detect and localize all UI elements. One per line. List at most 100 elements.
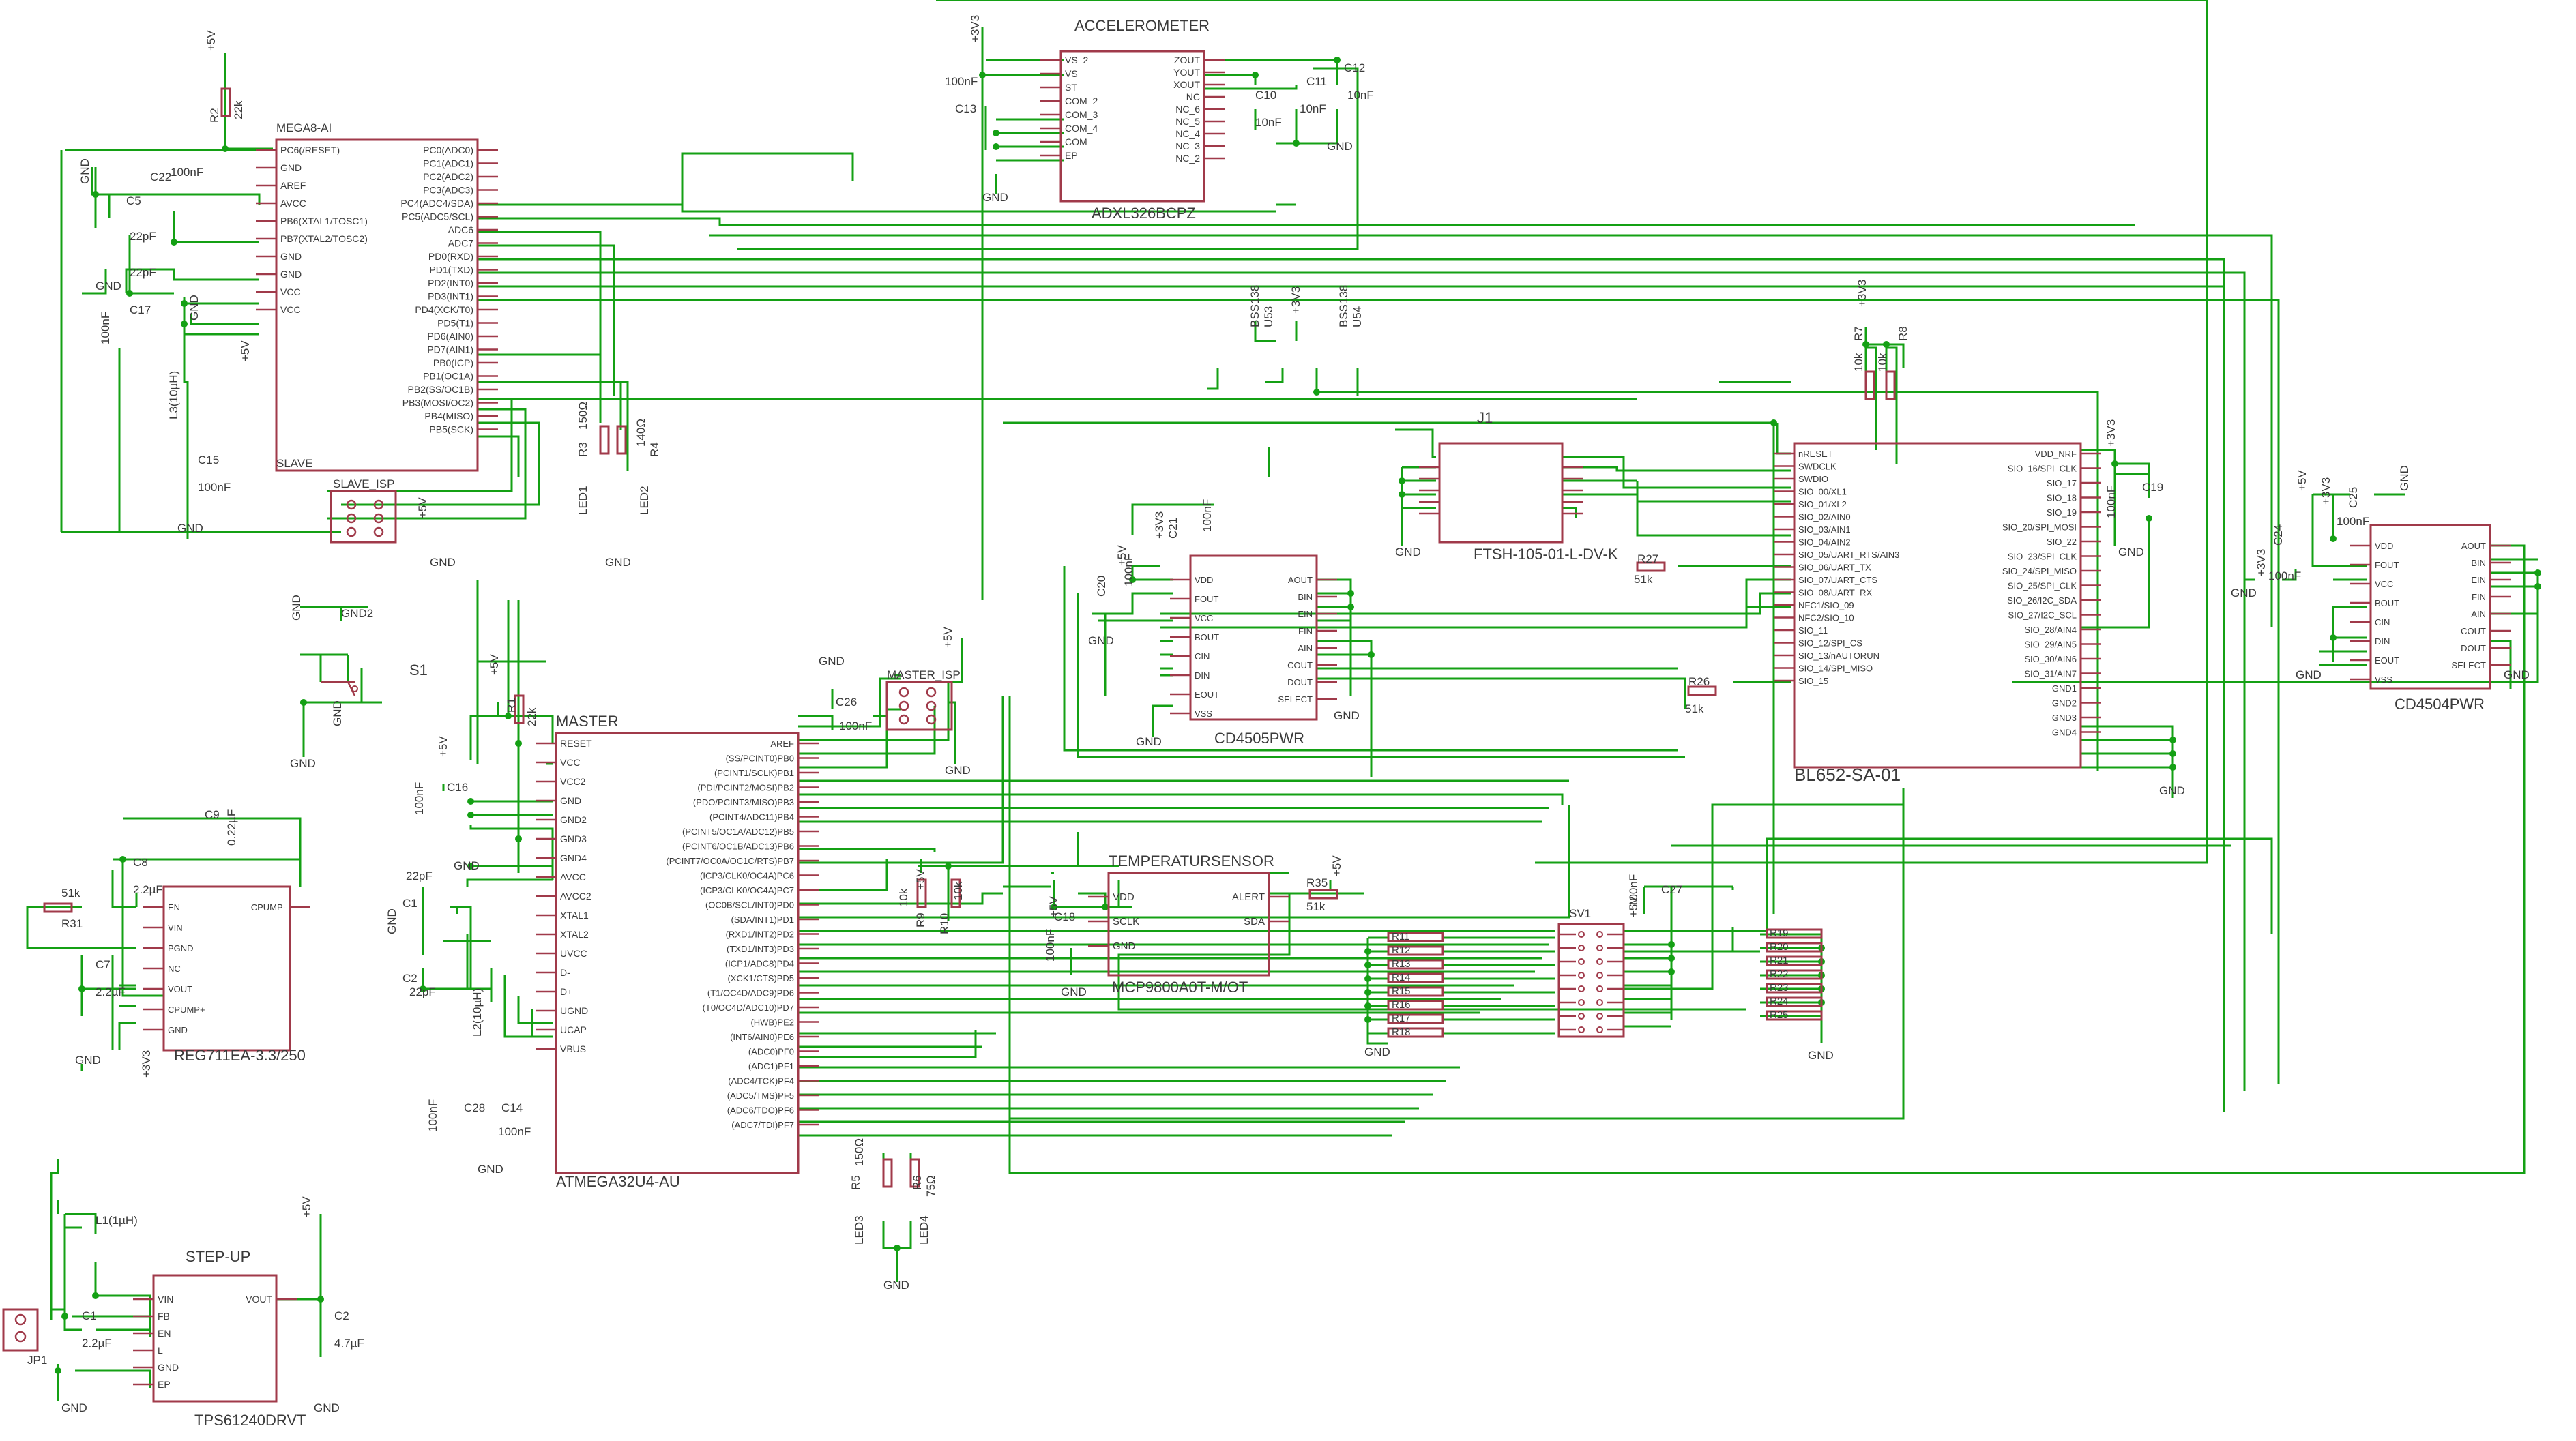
c26-label: C26 bbox=[836, 696, 857, 709]
pin-label: VS_2 bbox=[1065, 55, 1088, 65]
c11-value: 10nF bbox=[1300, 102, 1326, 115]
resistor-body bbox=[514, 694, 525, 724]
c5-label: C5 bbox=[126, 194, 141, 207]
pin-label: (PCINT6/OC1B/ADC13)PB6 bbox=[682, 842, 794, 852]
pin-label: SIO_13/nAUTORUN bbox=[1798, 651, 1879, 661]
pin-label: PC2(ADC2) bbox=[423, 171, 473, 182]
pin-label: (ADC1)PF1 bbox=[748, 1061, 794, 1071]
pin-label: PC0(ADC0) bbox=[423, 145, 473, 155]
c10-value: 10nF bbox=[1255, 116, 1282, 129]
resistor-label: R13 bbox=[1392, 958, 1411, 970]
gnd-sv1: GND bbox=[1364, 1045, 1390, 1058]
pin-label: GND3 bbox=[560, 833, 587, 844]
pin-label: (PCINT5/OC1A/ADC12)PB5 bbox=[682, 827, 794, 837]
pin-label: COM_2 bbox=[1065, 95, 1098, 106]
gnd-stepup: GND bbox=[61, 1401, 87, 1414]
pin-label: SIO_06/UART_TX bbox=[1798, 563, 1871, 573]
c2b-value: 4.7µF bbox=[334, 1337, 364, 1350]
c24-value: 100nF bbox=[2268, 569, 2301, 582]
pin-label: SIO_23/SPI_CLK bbox=[2008, 552, 2077, 562]
r35-value: 51k bbox=[1306, 900, 1326, 913]
pin-label: (ICP3/CLK0/OC4A)PC7 bbox=[700, 885, 794, 895]
c28-value: 100nF bbox=[426, 1099, 439, 1132]
pin-label: SELECT bbox=[2451, 660, 2486, 670]
passive-components: R11R12R13R14R15R16R17R18R19R20R21R22R23R… bbox=[43, 87, 1896, 1188]
pin-label: PB4(MISO) bbox=[424, 411, 473, 421]
resistor-label: R19 bbox=[1770, 927, 1789, 939]
resistor-label: R20 bbox=[1770, 941, 1789, 953]
pin-label: BIN bbox=[1298, 592, 1313, 602]
p5v-stepup: +5V bbox=[300, 1196, 313, 1217]
c20-label: C20 bbox=[1095, 576, 1108, 597]
resistor-body bbox=[909, 1158, 920, 1188]
bss1-label: BSS138 bbox=[1248, 285, 1261, 327]
pin-label: GND4 bbox=[2052, 728, 2077, 738]
resistor-body bbox=[1387, 1013, 1444, 1024]
pin-label: COUT bbox=[2461, 626, 2486, 636]
resistor-body bbox=[220, 87, 231, 117]
c27-label: C27 bbox=[1661, 883, 1682, 896]
bl652-right-pins: VDD_NRFSIO_16/SPI_CLKSIO_17SIO_18SIO_19S… bbox=[2002, 449, 2101, 738]
pin-label: CIN bbox=[2375, 617, 2390, 627]
c2-value-master: 22pF bbox=[409, 985, 436, 998]
r5-value: 150Ω bbox=[853, 1138, 866, 1166]
pin-label: DOUT bbox=[2461, 643, 2486, 653]
pin-label: (PDI/PCINT2/MOSI)PB2 bbox=[697, 783, 794, 793]
master-chip: MASTER ATMEGA32U4-AU RESETVCCVCC2GNDGND2… bbox=[536, 713, 819, 1190]
r1-value: 22k bbox=[525, 707, 538, 726]
resistor-body bbox=[1387, 1027, 1444, 1038]
pin-label: (T1/OC4D/ADC9)PD6 bbox=[707, 988, 794, 998]
gnd-cd4504b: GND bbox=[2504, 668, 2530, 681]
bl652-chip: BL652-SA-01 nRESETSWDCLKSWDIOSIO_00/XL1S… bbox=[1774, 442, 2101, 785]
pin-label: GND bbox=[280, 162, 302, 173]
pin-dot bbox=[1596, 972, 1603, 979]
reg-chip: REG711EA-3.3/250 ENVINPGNDNCVOUTCPUMP+GN… bbox=[143, 885, 310, 1064]
resistor-body bbox=[1766, 996, 1823, 1007]
pin-label: (INT6/AIN0)PE6 bbox=[730, 1032, 794, 1042]
pin-label: BOUT bbox=[2375, 598, 2399, 608]
c13-label: C13 bbox=[955, 102, 976, 115]
c2b-label: C2 bbox=[334, 1309, 349, 1322]
pin-label: VCC bbox=[1195, 613, 1213, 623]
pin-label: PD7(AIN1) bbox=[427, 344, 473, 355]
c1b-label: C1 bbox=[82, 1309, 97, 1322]
gnd-isp: GND bbox=[819, 655, 845, 668]
pin-label: SIO_24/SPI_MISO bbox=[2002, 566, 2077, 576]
pin-label: CPUMP+ bbox=[168, 1005, 205, 1015]
gnd-label-led: GND bbox=[605, 556, 631, 569]
pin-label: UGND bbox=[560, 1005, 588, 1016]
c1b-value: 2.2µF bbox=[82, 1337, 112, 1350]
pin-label: NC_2 bbox=[1175, 153, 1200, 164]
r2-value: 22k bbox=[232, 100, 245, 119]
pin-label: VCC bbox=[280, 286, 301, 297]
j1-name: FTSH-105-01-L-DV-K bbox=[1474, 546, 1618, 563]
pin-label: FIN bbox=[1298, 626, 1313, 636]
c19-value: 100nF bbox=[2105, 486, 2118, 518]
pin-label: VOUT bbox=[168, 984, 192, 994]
c21-label: C21 bbox=[1167, 518, 1180, 539]
resistor-body bbox=[882, 1158, 893, 1188]
pin-label: AOUT bbox=[1288, 575, 1313, 585]
pin-label: nRESET bbox=[1798, 449, 1833, 459]
s1-switch: S1 bbox=[321, 662, 428, 696]
pin-label: EN bbox=[168, 902, 180, 912]
pin-label: SIO_28/AIN4 bbox=[2024, 625, 2077, 635]
r6-value: 75Ω bbox=[924, 1175, 937, 1197]
pin-label: BIN bbox=[2471, 558, 2486, 568]
pin-label: NC_5 bbox=[1175, 116, 1200, 127]
resistor-body bbox=[1766, 983, 1823, 994]
gnd-j1: GND bbox=[1395, 546, 1421, 559]
r2-label: R2 bbox=[208, 108, 221, 123]
pin-label: NFC2/SIO_10 bbox=[1798, 613, 1854, 623]
pin-label: (ADC7/TDI)PF7 bbox=[731, 1120, 794, 1130]
pin-label: PD6(AIN0) bbox=[427, 331, 473, 342]
pin-label: PB2(SS/OC1B) bbox=[408, 384, 473, 395]
pin-label: ADC7 bbox=[448, 238, 474, 249]
pin-label: (XCK1/CTS)PD5 bbox=[727, 973, 794, 983]
pin-label: CIN bbox=[1195, 651, 1210, 662]
p5v-sv1: +5V bbox=[1627, 896, 1640, 917]
r31-value: 51k bbox=[61, 887, 80, 900]
